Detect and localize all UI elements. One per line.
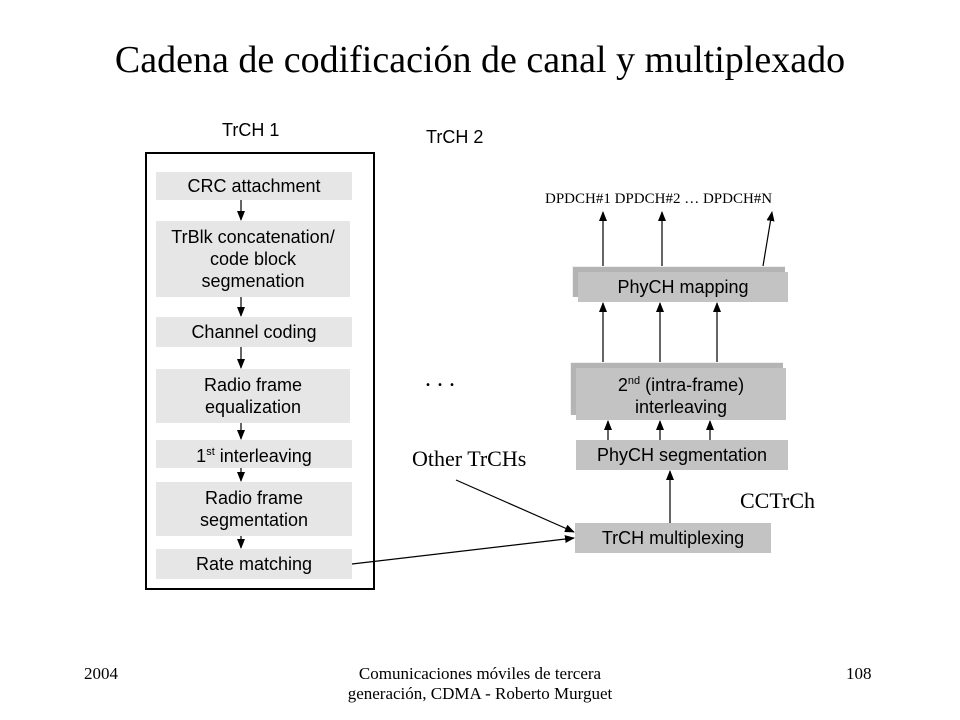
first-interleaving-label: 1st interleaving: [196, 446, 312, 466]
phych-mapping-block: PhyCH mapping: [578, 272, 788, 302]
second-interleaving-label: 2nd (intra-frame)interleaving: [617, 375, 745, 417]
first-interleaving-block: 1st interleaving: [156, 440, 352, 468]
dpdch-label: DPDCH#1 DPDCH#2 … DPDCH#N: [545, 191, 773, 207]
crc-attachment-block: CRC attachment: [156, 172, 352, 200]
arrow-other-trchs-to-multiplexing: [455, 479, 575, 533]
radio-frame-equalization-block: Radio frame equalization: [156, 369, 350, 423]
rate-matching-block: Rate matching: [156, 549, 352, 579]
page-title: Cadena de codificación de canal y multip…: [114, 39, 846, 81]
trch-multiplexing-block: TrCH multiplexing: [575, 523, 771, 553]
radio-frame-segmentation-block: Radio frame segmentation: [156, 482, 352, 536]
footer-center: Comunicaciones móviles de tercera genera…: [347, 664, 613, 703]
trblk-concatenation-block: TrBlk concatenation/ code block segmenat…: [156, 221, 350, 297]
phych-segmentation-block: PhyCH segmentation: [576, 440, 788, 470]
arrow-mapping-to-dpdchn: [762, 211, 775, 267]
second-interleaving-block: 2nd (intra-frame)interleaving: [576, 368, 786, 420]
trch1-label: TrCH 1: [222, 120, 280, 140]
other-trchs-label: Other TrCHs: [412, 446, 527, 471]
trch2-label: TrCH 2: [426, 127, 484, 147]
footer-year: 2004: [84, 664, 118, 683]
dots-label: . . .: [425, 366, 455, 392]
cctrch-label: CCTrCh: [740, 488, 816, 513]
footer-page-number: 108: [846, 664, 872, 683]
channel-coding-block: Channel coding: [156, 317, 352, 347]
arrow-rate-matching-to-multiplexing: [351, 535, 575, 565]
